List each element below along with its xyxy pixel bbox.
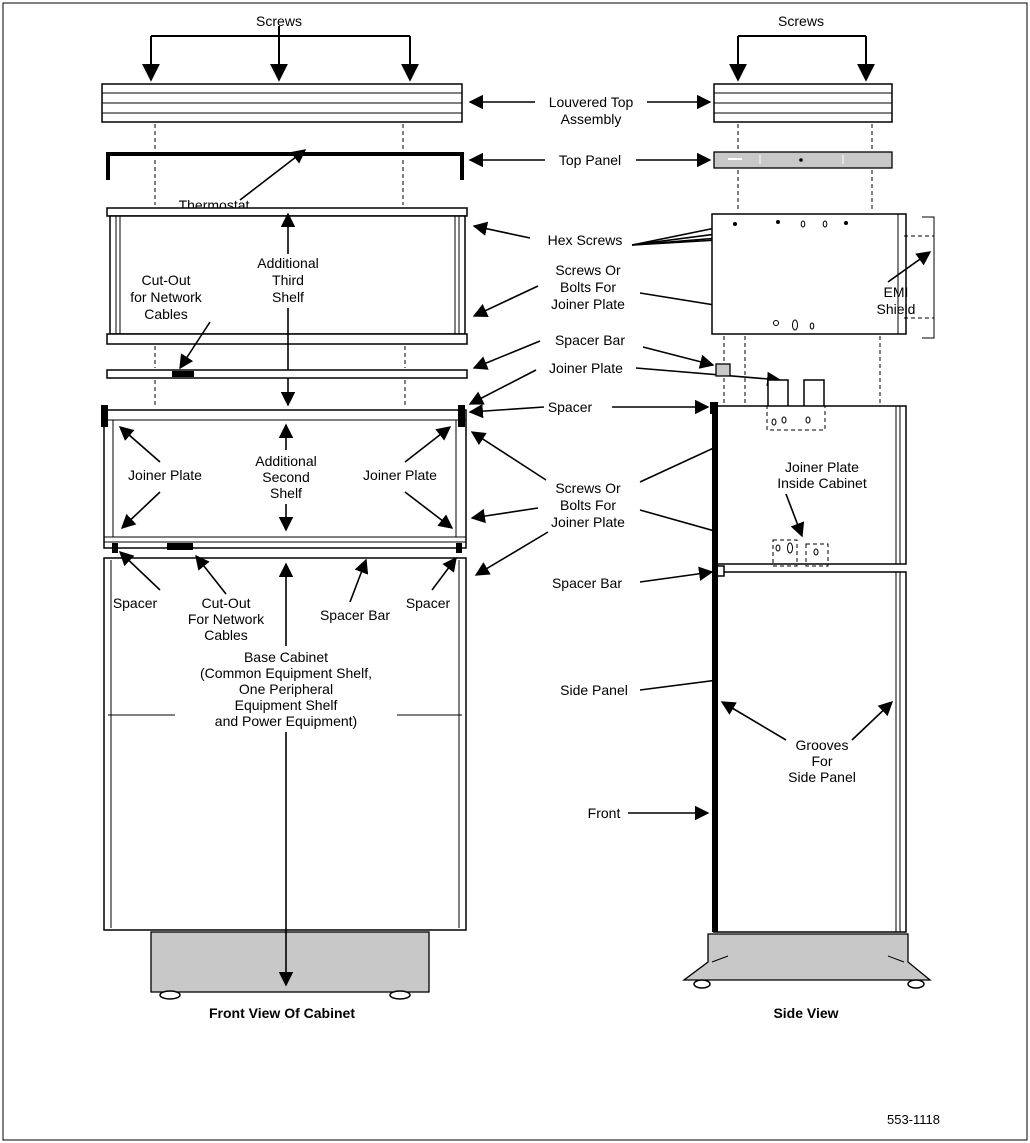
screws-bolts-1-label-1: Screws Or xyxy=(555,262,621,278)
front-base-cabinet xyxy=(103,557,467,1000)
emi-shield-label-1: EMI xyxy=(884,284,909,300)
spacer-bar-2-label: Spacer Bar xyxy=(552,575,622,591)
base-cabinet-label-5: and Power Equipment) xyxy=(215,713,357,729)
joiner-right-pointer-up xyxy=(404,426,452,463)
joiner-plate-top-pointer-right xyxy=(635,367,782,387)
front-louvered-top xyxy=(101,83,463,123)
base-cabinet-label-3: One Peripheral xyxy=(239,681,333,697)
third-shelf-label-3: Shelf xyxy=(272,289,304,305)
front-view: Screws Thermostat Cut xyxy=(101,13,468,1021)
screws-bolts-1-label-3: Joiner Plate xyxy=(551,296,625,312)
screws-bolts-2-pointer-mid xyxy=(470,507,539,524)
joiner-plate-top-label: Joiner Plate xyxy=(549,360,623,376)
emi-shield-pointer xyxy=(887,251,932,283)
spacer-bar-top-pointer-left xyxy=(472,340,541,370)
side-second-shelf xyxy=(713,405,907,567)
spacer-bar-label: Spacer Bar xyxy=(320,607,390,623)
front-joiner-strip xyxy=(106,369,468,379)
middle-labels: Louvered Top Assembly Top Panel Hex Scre… xyxy=(468,94,892,821)
spacer-middle-label: Spacer xyxy=(548,399,593,415)
cutout-bottom-label-1: Cut-Out xyxy=(201,595,250,611)
spacer-bar-2-pointer xyxy=(639,566,714,583)
joiner-left-label: Joiner Plate xyxy=(128,467,202,483)
second-shelf-label-1: Additional xyxy=(255,453,317,469)
side-screws-label: Screws xyxy=(778,13,824,29)
screws-bolts-2-label-1: Screws Or xyxy=(555,480,621,496)
joiner-inside-label-2: Inside Cabinet xyxy=(777,475,867,491)
joiner-left-pointer-down xyxy=(120,491,161,529)
screws-bolts-2-pointer-down xyxy=(474,531,549,576)
joiner-right-label: Joiner Plate xyxy=(363,467,437,483)
spacer-bar-top-label: Spacer Bar xyxy=(555,332,625,348)
figure-number: 553-1118 xyxy=(887,1112,940,1127)
screws-bolts-1-pointer-left xyxy=(472,285,539,318)
spacer-bar-top-pointer-right xyxy=(642,346,715,369)
base-cabinet-label-2: (Common Equipment Shelf, xyxy=(200,665,372,681)
screws-bolts-1-label-2: Bolts For xyxy=(560,279,616,295)
base-cabinet-label-4: Equipment Shelf xyxy=(235,697,338,713)
spacer-bar-pointer xyxy=(349,558,369,603)
cutout-top-label-2: for Network xyxy=(130,289,203,305)
cutout-bottom-pointer xyxy=(195,554,227,595)
top-panel-label: Top Panel xyxy=(559,152,621,168)
side-top-panel xyxy=(713,151,893,169)
front-view-title: Front View Of Cabinet xyxy=(209,1005,355,1021)
side-view: Screws xyxy=(682,13,935,1021)
spacer-right-pointer xyxy=(431,556,457,591)
louvered-label-2: Assembly xyxy=(561,111,622,127)
cutout-top-label-3: Cables xyxy=(144,306,188,322)
screws-bolts-2-label-2: Bolts For xyxy=(560,497,616,513)
joiner-inside-label-1: Joiner Plate xyxy=(785,459,859,475)
hex-screws-label: Hex Screws xyxy=(548,232,623,248)
screws-bolts-2-label-3: Joiner Plate xyxy=(551,514,625,530)
emi-shield-label-2: Shield xyxy=(877,301,916,317)
front-top-panel xyxy=(106,152,464,180)
side-base-cabinet xyxy=(682,402,932,989)
cutout-bottom-label-2: For Network xyxy=(188,611,265,627)
side-joiner-plate-2 xyxy=(803,379,825,406)
side-panel-label: Side Panel xyxy=(560,682,628,698)
front-label: Front xyxy=(588,805,621,821)
cutout-top-pointer xyxy=(179,321,211,370)
cutout-top-label-1: Cut-Out xyxy=(141,272,190,288)
grooves-label-1: Grooves xyxy=(796,737,849,753)
second-shelf-label-2: Second xyxy=(262,469,309,485)
joiner-inside-pointer xyxy=(785,493,805,538)
third-shelf-label-2: Third xyxy=(272,272,304,288)
spacer-middle-pointer-left xyxy=(468,403,545,419)
spacer-left-label: Spacer xyxy=(113,595,158,611)
front-screws-label: Screws xyxy=(256,13,302,29)
louvered-label-1: Louvered Top xyxy=(549,94,634,110)
spacer-left-pointer xyxy=(118,551,161,591)
side-view-title: Side View xyxy=(773,1005,838,1021)
side-joiner-plate-1 xyxy=(767,379,789,406)
grooves-pointer-left xyxy=(720,701,787,741)
third-shelf-label-1: Additional xyxy=(257,255,319,271)
base-cabinet-label-1: Base Cabinet xyxy=(244,649,328,665)
grooves-label-3: Side Panel xyxy=(788,769,856,785)
side-louvered-top xyxy=(713,83,893,123)
hex-screws-pointer-left xyxy=(472,221,531,239)
screws-bolts-2-pointer-up xyxy=(470,431,547,481)
spacer-right-label: Spacer xyxy=(406,595,451,611)
side-spacer-bar xyxy=(715,363,731,377)
emi-shield-bracket xyxy=(922,216,935,339)
cutout-bottom-label-3: Cables xyxy=(204,627,248,643)
grooves-label-2: For xyxy=(812,753,833,769)
joiner-right-pointer-down xyxy=(404,491,454,529)
joiner-left-pointer-up xyxy=(118,426,161,463)
joiner-plate-top-pointer-left xyxy=(468,369,537,405)
grooves-pointer-right xyxy=(851,701,894,741)
second-shelf-label-3: Shelf xyxy=(270,485,302,501)
thermostat-pointer xyxy=(239,149,307,201)
